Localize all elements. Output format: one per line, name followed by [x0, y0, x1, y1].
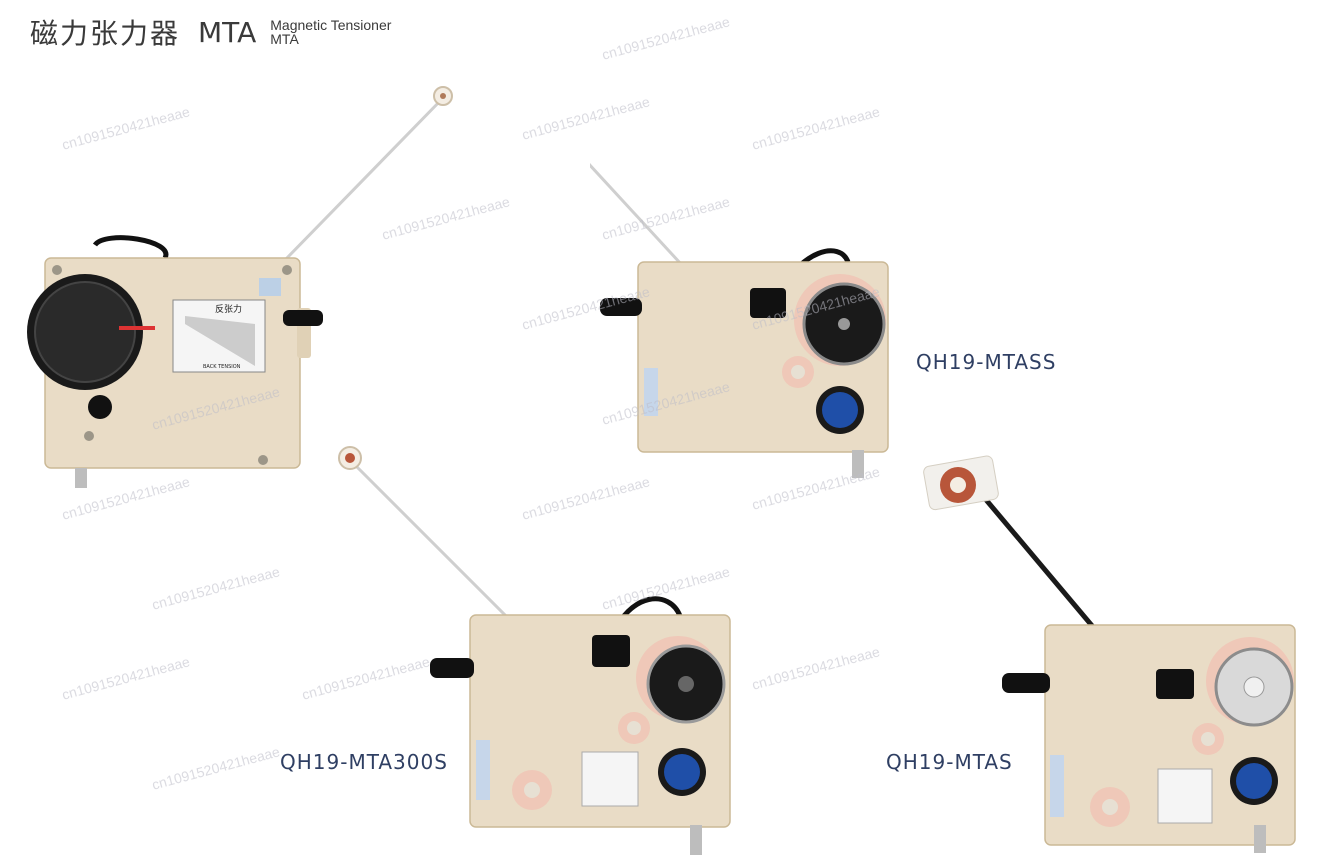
product-image-mta: 反张力 BACK TENSION — [25, 80, 505, 490]
back-tension-label-cn: 反张力 — [215, 303, 242, 315]
product-image-mtas — [920, 455, 1330, 855]
product-image-mta300s — [330, 440, 740, 860]
watermark: cn1091520421heaae — [600, 13, 732, 63]
watermark: cn1091520421heaae — [150, 563, 282, 613]
product-label-mtass: QH19-MTASS — [916, 350, 1057, 374]
subtitle-line-2: MTA — [270, 31, 299, 47]
title-chinese: 磁力张力器 — [30, 17, 181, 50]
watermark: cn1091520421heaae — [750, 643, 882, 693]
product-label-mta300s: QH19-MTA300S — [280, 750, 448, 774]
product-image-mtass — [590, 80, 910, 480]
product-label-mtas: QH19-MTAS — [886, 750, 1013, 774]
watermark: cn1091520421heaae — [60, 653, 192, 703]
watermark: cn1091520421heaae — [150, 743, 282, 793]
back-tension-label-en: BACK TENSION — [203, 364, 241, 370]
page-header: 磁力张力器 MTA Magnetic Tensioner MTA — [30, 10, 391, 54]
title-model: MTA — [198, 15, 257, 49]
subtitle-line-1: Magnetic Tensioner — [270, 17, 392, 33]
title-english: Magnetic Tensioner MTA — [270, 18, 391, 46]
